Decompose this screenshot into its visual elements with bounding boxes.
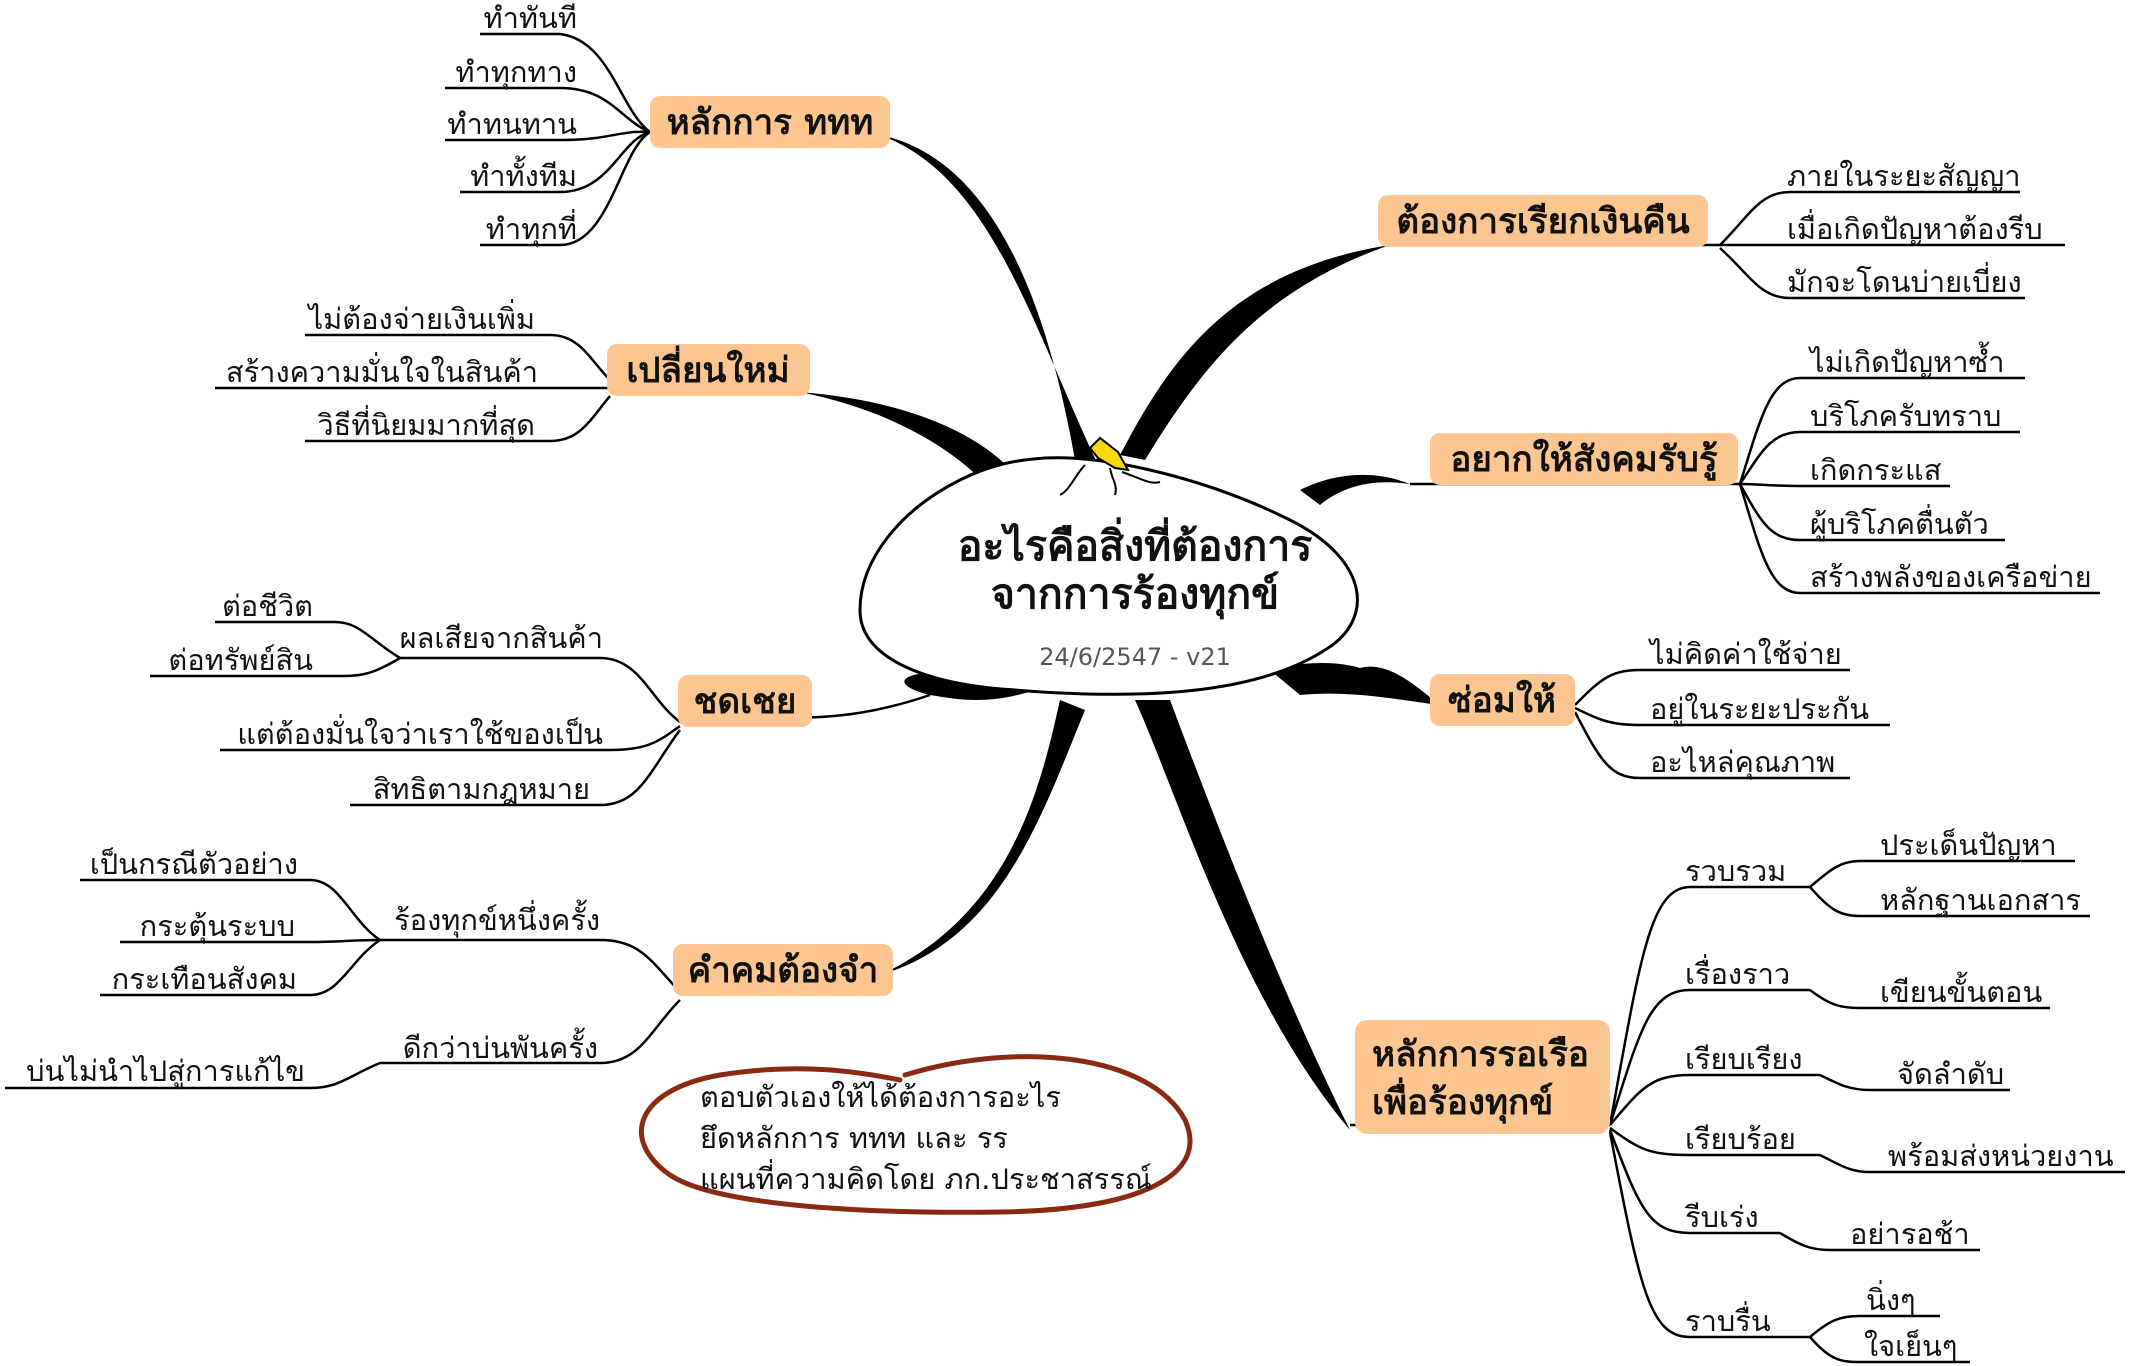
list-item: ทำทั้งทีม	[470, 155, 577, 193]
list-item: ต่อชีวิต	[222, 589, 313, 623]
compensate-items: ผลเสียจากสินค้า ต่อชีวิต ต่อทรัพย์สิน แต…	[168, 589, 603, 806]
sub-branch-label: ดีกว่าบ่นพันครั้ง	[403, 1027, 598, 1065]
branch-society: อยากให้สังคมรับรู้	[1430, 433, 1738, 485]
branch-principle-ttt: หลักการ ททท	[650, 96, 890, 148]
sub-branch-label: รีบเร่ง	[1685, 1200, 1759, 1234]
ttt-items: ทำทันที ทำทุกทาง ทำทนทาน ทำทั้งทีม ทำทุก…	[447, 1, 577, 247]
list-item: ผู้บริโภคตื่นตัว	[1810, 504, 1989, 542]
replace-items: ไม่ต้องจ่ายเงินเพิ่ม สร้างความมั่นใจในสิ…	[226, 299, 538, 443]
branch-label: เปลี่ยนใหม่	[626, 345, 789, 391]
sub-branch-label: รวบรวม	[1685, 854, 1786, 888]
list-item: อยู่ในระยะประกัน	[1650, 692, 1869, 727]
branch-label: หลักการ ททท	[667, 103, 874, 143]
center-bag-shape	[858, 456, 1359, 696]
sub-branch-label: ร้องทุกข์หนึ่งครั้ง	[394, 899, 600, 938]
list-item: กระเทือนสังคม	[112, 962, 297, 996]
quotes-items: ร้องทุกข์หนึ่งครั้ง เป็นกรณีตัวอย่าง กระ…	[26, 846, 600, 1089]
branch-label: ซ่อมให้	[1448, 679, 1556, 721]
sub-branch-label: เรียบร้อย	[1685, 1122, 1796, 1156]
branch-label: คำคมต้องจำ	[688, 951, 879, 991]
rr-items: รวบรวม ประเด็นปัญหา หลักฐานเอกสาร เรื่อง…	[1685, 827, 2114, 1363]
branch-label: ชดเชย	[694, 682, 797, 722]
branch-rr: หลักการรอเรือ เพื่อร้องทุกข์	[1355, 1020, 1610, 1134]
branch-label: ต้องการเรียกเงินคืน	[1396, 202, 1689, 242]
list-item: ทำทุกทาง	[455, 55, 577, 90]
note-ring	[639, 1054, 1193, 1215]
list-item: ทำทันที	[484, 1, 577, 35]
branch-repair: ซ่อมให้	[1430, 674, 1575, 726]
bag-knot-lines	[1059, 464, 1161, 496]
list-item: กระตุ้นระบบ	[140, 909, 295, 944]
branch-pill	[1430, 433, 1738, 485]
branch-pill	[678, 675, 812, 727]
list-item: สร้างพลังของเครือข่าย	[1810, 560, 2092, 594]
list-item: หลักฐานเอกสาร	[1880, 883, 2081, 918]
list-item: ต่อทรัพย์สิน	[168, 643, 313, 677]
list-item: นิ่งๆ	[1866, 1280, 1916, 1317]
branch-pill	[1378, 195, 1708, 247]
list-item: เกิดกระแส	[1810, 453, 1942, 487]
center-version: 24/6/2547 - v21	[1039, 643, 1231, 671]
branch-label-line1: หลักการรอเรือ	[1372, 1035, 1589, 1075]
sub-branch-label: ราบรื่น	[1685, 1301, 1771, 1338]
note-line1: ตอบตัวเองให้ได้ต้องการอะไร	[700, 1080, 1061, 1114]
bag-tie-icon	[1088, 436, 1130, 472]
list-item: ประเด็นปัญหา	[1880, 827, 2057, 862]
list-item: บริโภครับทราบ	[1810, 399, 2001, 433]
branch-pill	[650, 96, 890, 148]
list-item: บ่นไม่นำไปสู่การแก้ไข	[26, 1054, 305, 1089]
branch-label-line2: เพื่อร้องทุกข์	[1372, 1077, 1553, 1124]
branch-pill	[673, 944, 893, 996]
list-item: ไม่คิดค่าใช้จ่าย	[1648, 637, 1842, 671]
society-items: ไม่เกิดปัญหาซ้ำ บริโภครับทราบ เกิดกระแส …	[1808, 341, 2092, 594]
list-item: ทำทนทาน	[447, 107, 577, 141]
note-line3: แผนที่ความคิดโดย ภก.ประชาสรรณ์	[700, 1159, 1152, 1196]
sub-branch-label: เรียบเรียง	[1685, 1042, 1803, 1076]
center-title-line2: จากการร้องทุกข์	[991, 570, 1279, 620]
branch-pill	[1355, 1020, 1610, 1134]
list-item: วิธีที่นิยมมากที่สุด	[317, 405, 535, 443]
list-item: พร้อมส่งหน่วยงาน	[1888, 1139, 2114, 1173]
list-item: เป็นกรณีตัวอย่าง	[90, 846, 298, 881]
sub-branch-label: เรื่องราว	[1685, 954, 1790, 991]
list-item: เมื่อเกิดปัญหาต้องรีบ	[1787, 209, 2043, 246]
refund-items: ภายในระยะสัญญา เมื่อเกิดปัญหาต้องรีบ มัก…	[1787, 159, 2043, 299]
list-item: ไม่เกิดปัญหาซ้ำ	[1808, 341, 2005, 379]
list-item: ทำทุกที่	[486, 209, 577, 247]
note-line2: ยึดหลักการ ททท และ รร	[700, 1121, 1008, 1155]
center-title-line1: อะไรคือสิ่งที่ต้องการ	[958, 517, 1313, 570]
branch-refund: ต้องการเรียกเงินคืน	[1378, 195, 1708, 247]
branch-quotes: คำคมต้องจำ	[673, 944, 893, 996]
list-item: สิทธิตามกฎหมาย	[373, 772, 590, 806]
sub-branch-label: ผลเสียจากสินค้า	[400, 621, 603, 655]
branch-replace-new: เปลี่ยนใหม่	[607, 344, 810, 396]
list-item: แต่ต้องมั่นใจว่าเราใช้ของเป็น	[237, 714, 603, 751]
repair-items: ไม่คิดค่าใช้จ่าย อยู่ในระยะประกัน อะไหล่…	[1648, 637, 1869, 780]
branch-pill	[607, 344, 810, 396]
list-item: ไม่ต้องจ่ายเงินเพิ่ม	[307, 299, 535, 336]
branch-label: อยากให้สังคมรับรู้	[1450, 438, 1717, 481]
branch-compensate: ชดเชย	[678, 675, 812, 727]
list-item: มักจะโดนบ่ายเบี่ยง	[1787, 262, 2022, 299]
list-item: เขียนขั้นตอน	[1880, 971, 2042, 1009]
list-item: อย่ารอช้า	[1850, 1217, 1970, 1251]
list-item: ภายในระยะสัญญา	[1787, 159, 2021, 193]
list-item: ใจเย็นๆ	[1864, 1328, 1957, 1363]
note-callout: ตอบตัวเองให้ได้ต้องการอะไร ยึดหลักการ ทท…	[639, 1054, 1193, 1215]
list-item: สร้างความมั่นใจในสินค้า	[226, 352, 538, 389]
central-topic: อะไรคือสิ่งที่ต้องการ จากการร้องทุกข์ 24…	[858, 436, 1359, 696]
list-item: อะไหล่คุณภาพ	[1650, 745, 1835, 780]
list-item: จัดลำดับ	[1897, 1057, 2004, 1091]
branch-pill	[1430, 674, 1575, 726]
